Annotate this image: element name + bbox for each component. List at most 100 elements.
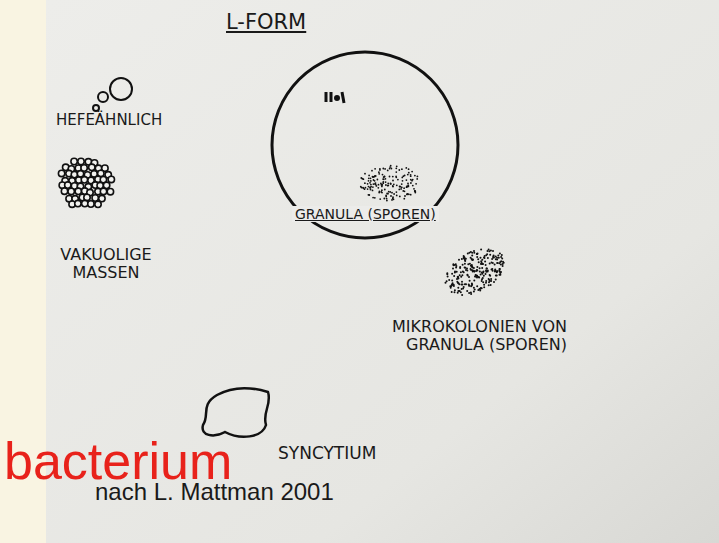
granula-dot: [396, 191, 398, 193]
microcolony-dots: [445, 248, 505, 296]
granula-dot: [386, 200, 388, 202]
granula-dot: [368, 180, 370, 182]
granula-dot: [374, 197, 376, 199]
granula-dot: [392, 176, 394, 178]
granula-dot: [374, 183, 376, 185]
microcolony-dot: [458, 282, 460, 284]
microcolony-dot: [464, 263, 466, 265]
granula-dot: [364, 173, 366, 175]
vacuole-ring: [92, 195, 98, 201]
granula-dot: [398, 169, 400, 171]
granula-dot: [410, 175, 412, 177]
microcolony-dot: [498, 257, 500, 259]
microcolony-dot: [466, 274, 468, 276]
microcolony-dot: [470, 251, 472, 253]
granula-dot: [397, 179, 399, 181]
granula-dot: [377, 187, 379, 189]
granula-dot: [383, 198, 385, 200]
microcolony-dot: [476, 253, 478, 255]
granula-dot: [360, 186, 362, 188]
microcolony-dot: [481, 278, 483, 280]
microcolony-dot: [477, 258, 479, 260]
granula-dot: [408, 168, 410, 170]
microcolony-dot: [469, 280, 471, 282]
microcolony-dot: [451, 273, 453, 275]
microcolony-dot: [486, 268, 488, 270]
microcolony-dot: [458, 283, 460, 285]
microcolony-dot: [470, 285, 472, 287]
granula-dot: [370, 186, 372, 188]
illustration-label: MIKROKOLONIEN VON GRANULA (SPOREN): [312, 318, 567, 355]
granula-dot: [393, 193, 395, 195]
granula-dot: [395, 167, 397, 169]
microcolony-dot: [448, 279, 450, 281]
granula-dot: [412, 185, 414, 187]
microcolony-dot: [497, 270, 499, 272]
microcolony-dot: [480, 287, 482, 289]
microcolony-dot: [491, 268, 493, 270]
granula-dot: [374, 180, 376, 182]
vacuole-ring: [88, 201, 94, 207]
microcolony-dot: [459, 267, 461, 269]
microcolony-dot: [491, 268, 493, 270]
microcolony-dot: [482, 271, 484, 273]
microcolony-dot: [461, 274, 463, 276]
microcolony-dot: [479, 267, 481, 269]
microcolony-dot: [451, 291, 453, 293]
granula-dot: [402, 190, 404, 192]
microcolony-dot: [466, 290, 468, 292]
microcolony-dot: [457, 292, 459, 294]
granula-dot: [385, 178, 387, 180]
microcolony-dot: [486, 253, 488, 255]
granula-dot: [402, 180, 404, 182]
microcolony-dot: [489, 254, 491, 256]
microcolony-dot: [470, 265, 472, 267]
granula-dot: [393, 198, 395, 200]
granula-dot: [393, 183, 395, 185]
illustration-label: GRANULA (SPOREN): [292, 206, 439, 222]
granula-dot: [404, 195, 406, 197]
granula-dot: [392, 185, 394, 187]
microcolony-dot: [494, 271, 496, 273]
microcolony-dot: [470, 293, 472, 295]
granula-dot: [401, 186, 403, 188]
vacuole-ring: [108, 176, 114, 182]
granula-dot: [401, 183, 403, 185]
microcolony-dot: [446, 273, 448, 275]
granula-dot: [379, 198, 381, 200]
microcolony-dot: [500, 271, 502, 273]
granula-dot: [390, 195, 392, 197]
granula-dot: [378, 171, 380, 173]
microcolony-dot: [477, 289, 479, 291]
granula-dot: [403, 175, 405, 177]
granula-dot: [368, 186, 370, 188]
granula-dot: [378, 173, 380, 175]
microcolony-dot: [462, 287, 464, 289]
microcolony-dot: [480, 263, 482, 265]
granula-dot: [389, 176, 391, 178]
microcolony-dot: [501, 258, 503, 260]
granula-dot: [372, 186, 374, 188]
microcolony-dot: [470, 268, 472, 270]
microcolony-dot: [491, 258, 493, 260]
granula-dot: [415, 183, 417, 185]
granula-dot: [414, 192, 416, 194]
vacuole-ring: [68, 188, 74, 194]
microcolony-dot: [468, 292, 470, 294]
microcolony-dot: [462, 284, 464, 286]
microcolony-dot: [467, 274, 469, 276]
granula-dot: [408, 172, 410, 174]
microcolony-dot: [473, 250, 475, 252]
microcolony-dot: [501, 254, 503, 256]
microcolony-dot: [457, 290, 459, 292]
granula-dot: [371, 170, 373, 172]
granula-dot: [372, 190, 374, 192]
granula-dot: [410, 179, 412, 181]
vacuole-ring: [71, 158, 77, 164]
granula-dot: [382, 174, 384, 176]
granula-dot: [407, 174, 409, 176]
granula-dot: [398, 189, 400, 191]
microcolony-dot: [458, 259, 460, 261]
microcolony-dot: [478, 277, 480, 279]
granula-dot: [403, 198, 405, 200]
